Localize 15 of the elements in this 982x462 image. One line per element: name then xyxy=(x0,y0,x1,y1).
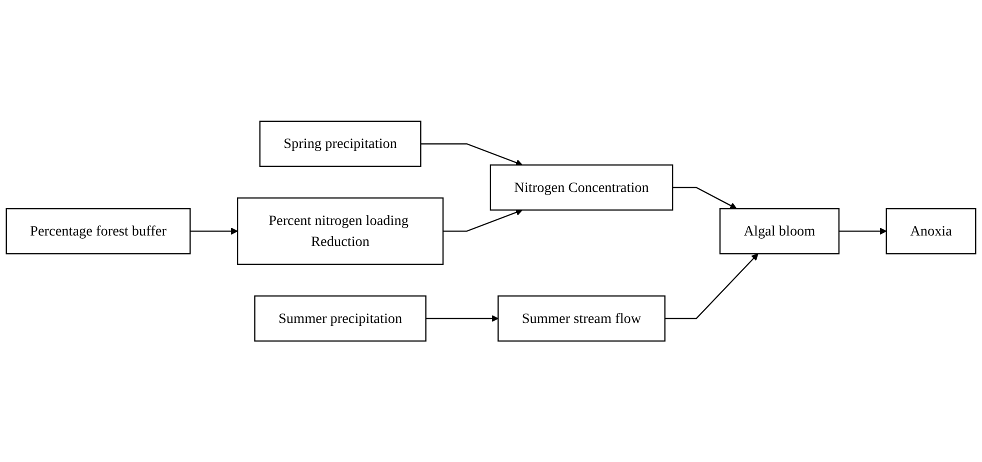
arrow xyxy=(420,143,523,166)
node-box: Spring precipitation xyxy=(259,120,422,167)
arrow xyxy=(664,253,758,319)
node-box: Percentage forest buffer xyxy=(6,208,191,254)
node-box: Summer precipitation xyxy=(254,295,426,342)
node-box: Summer stream flow xyxy=(498,295,666,342)
node-box: Nitrogen Concentration xyxy=(490,164,674,210)
node-box: Percent nitrogen loading Reduction xyxy=(236,197,444,265)
arrow xyxy=(426,314,498,322)
arrow xyxy=(672,186,737,209)
node-box: Anoxia xyxy=(886,208,976,254)
arrow xyxy=(838,228,887,234)
node-box: Algal bloom xyxy=(719,208,840,254)
arrow xyxy=(443,208,523,232)
arrow xyxy=(190,228,238,234)
